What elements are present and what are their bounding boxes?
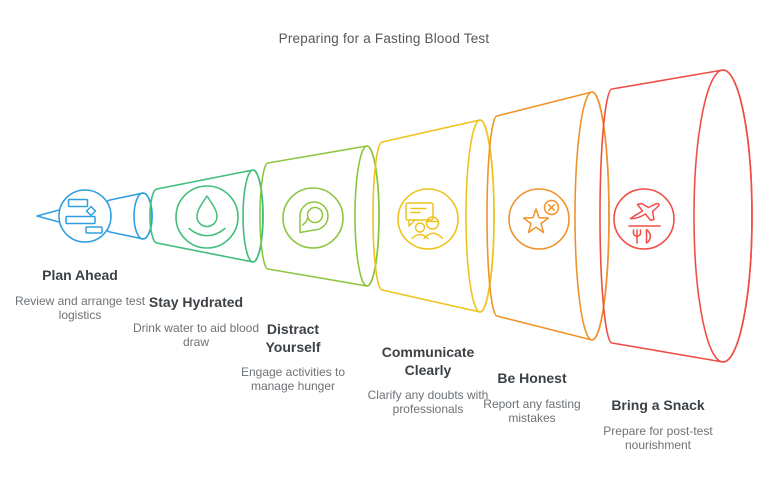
stage-label-stay-hydrated: Stay Hydrated Drink water to aid blood d… (130, 294, 262, 349)
funnel-segment-communicate-clearly (372, 119, 495, 313)
water-drop-icon (188, 195, 226, 237)
star-error-icon (522, 199, 560, 234)
presentation-people-icon (405, 202, 444, 240)
funnel-segment-plan-ahead (36, 189, 153, 243)
stage-title: Bring a Snack (611, 397, 705, 413)
stage-title: Distract Yourself (265, 321, 321, 355)
funnel-segment-stay-hydrated (149, 169, 264, 263)
stage-description: Clarify any doubts with professionals (367, 388, 489, 417)
stage-title: Plan Ahead (42, 267, 118, 283)
stage-title: Stay Hydrated (148, 294, 244, 310)
stage-title: Communicate Clearly (381, 344, 475, 378)
segment-mouth (693, 69, 753, 363)
stage-description: Review and arrange test logistics (14, 293, 146, 322)
segment-mouth (354, 145, 380, 287)
stage-label-bring-a-snack: Bring a Snack Prepare for post-test nour… (595, 397, 721, 452)
segment-mouth (242, 169, 264, 263)
stage-label-be-honest: Be Honest Report any fasting mistakes (470, 370, 594, 425)
stage-title: Be Honest (497, 370, 567, 386)
stage-description: Engage activities to manage hunger (240, 365, 346, 394)
segment-mouth (133, 192, 153, 240)
chat-spiral-icon (299, 201, 329, 234)
stage-description: Report any fasting mistakes (483, 396, 581, 425)
stage-label-communicate-clearly: Communicate Clearly Clarify any doubts w… (366, 344, 490, 416)
funnel-segment-distract-yourself (259, 145, 380, 287)
gantt-plan-icon (65, 198, 103, 234)
stage-label-plan-ahead: Plan Ahead Review and arrange test logis… (14, 267, 146, 322)
funnel-segment-bring-a-snack (599, 69, 753, 363)
stage-description: Drink water to aid blood draw (132, 320, 260, 349)
segment-mouth (574, 91, 610, 341)
funnel-segment-be-honest (486, 91, 610, 341)
plane-meal-icon (628, 202, 661, 244)
stage-description: Prepare for post-test nourishment (603, 423, 713, 452)
icon-circle (508, 188, 570, 250)
icon-circle (282, 187, 344, 249)
segment-mouth (465, 119, 495, 313)
chart-title: Preparing for a Fasting Blood Test (278, 31, 490, 46)
stage-label-distract-yourself: Distract Yourself Engage activities to m… (233, 321, 353, 393)
icon-circle (613, 188, 675, 250)
icon-circle (175, 185, 239, 249)
